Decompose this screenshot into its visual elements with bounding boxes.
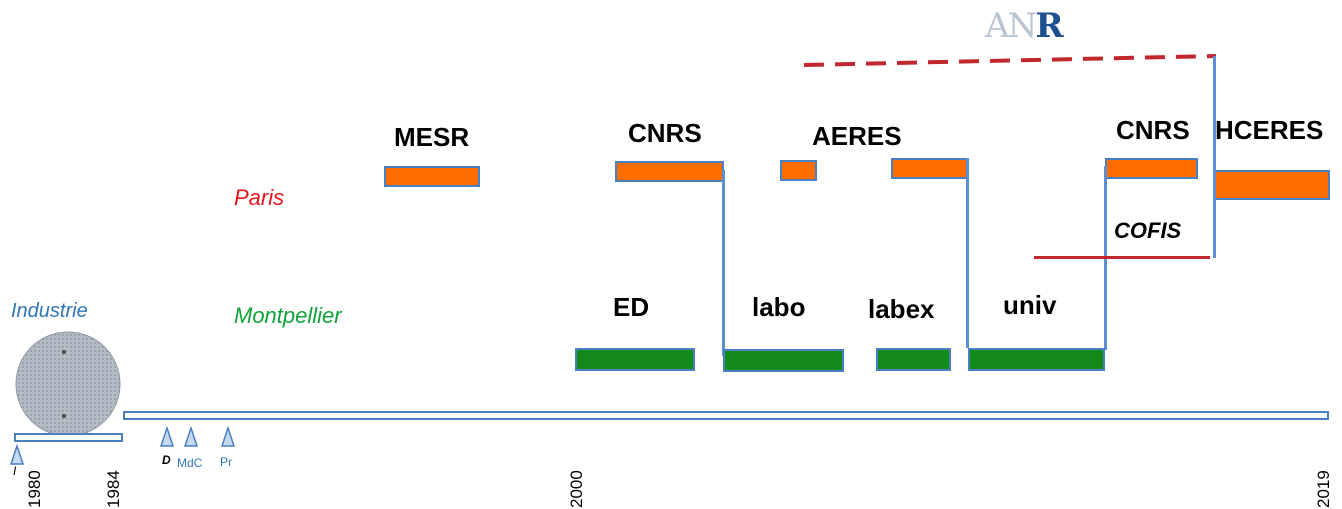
title-ed: ED <box>613 292 650 322</box>
label-paris: Paris <box>234 185 285 210</box>
connector-aeres-univ <box>966 158 969 348</box>
marker-i-label: I <box>13 464 17 478</box>
bar-labo <box>723 349 844 372</box>
year-1980: 1980 <box>25 470 44 508</box>
bar-aeres <box>891 158 968 179</box>
marker-d-icon <box>159 426 175 447</box>
bar-cnrs-1 <box>615 161 724 182</box>
wafer-icon <box>14 330 122 438</box>
bar-ed <box>575 348 695 371</box>
anr-logo: ANR <box>985 6 1064 46</box>
bar-mesr <box>384 166 480 187</box>
title-aeres: AERES <box>812 121 902 151</box>
title-univ: univ <box>1003 290 1057 320</box>
title-cnrs-1: CNRS <box>628 118 702 148</box>
bar-aeres-small <box>780 160 817 181</box>
title-labo: labo <box>752 292 806 322</box>
title-labex: labex <box>868 294 935 324</box>
bar-univ <box>968 348 1105 371</box>
timeline-axis-early <box>14 433 123 442</box>
label-industrie: Industrie <box>11 300 88 322</box>
connector-cnrs-labo <box>722 170 725 356</box>
cofis-line <box>1034 256 1210 259</box>
title-cnrs-2: CNRS <box>1116 115 1190 145</box>
label-cofis: COFIS <box>1114 218 1182 243</box>
connector-anr <box>1213 56 1216 176</box>
title-hceres: HCERES <box>1215 115 1324 145</box>
marker-mdc-label: MdC <box>177 456 203 470</box>
label-montpellier: Montpellier <box>234 303 342 328</box>
anr-dashed-line <box>803 54 1217 67</box>
year-2000: 2000 <box>567 470 586 508</box>
year-1984: 1984 <box>104 470 123 508</box>
marker-d-label: D <box>162 453 171 467</box>
marker-mdc-icon <box>183 426 199 447</box>
bar-labex <box>876 348 951 371</box>
bar-cnrs-2 <box>1105 158 1198 179</box>
marker-pr-icon <box>220 426 236 447</box>
bar-hceres <box>1214 170 1330 200</box>
connector-hceres-cofis <box>1213 170 1216 258</box>
timeline-axis-main <box>123 411 1329 420</box>
title-mesr: MESR <box>394 122 470 152</box>
marker-pr-label: Pr <box>220 455 232 469</box>
year-2019: 2019 <box>1314 470 1333 508</box>
marker-i-icon <box>9 444 25 465</box>
